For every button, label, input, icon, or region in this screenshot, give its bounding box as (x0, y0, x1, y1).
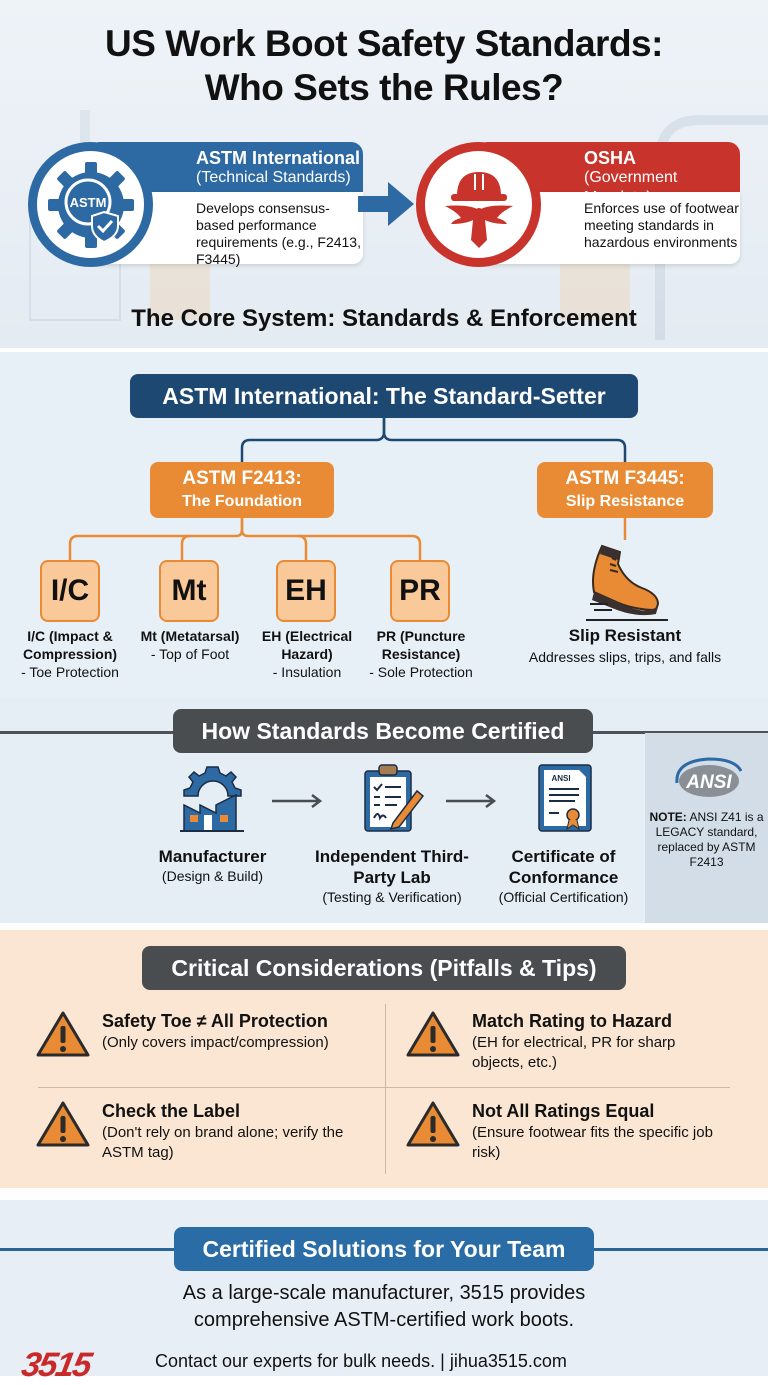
step-desc: (Official Certification) (498, 889, 629, 905)
factory-gear-icon (179, 766, 244, 832)
step-manufacturer: Manufacturer (Design & Build) (150, 763, 275, 885)
tree-connectors (68, 418, 627, 560)
hardhat-eagle-icon (416, 142, 541, 267)
certified-solutions-heading: Certified Solutions for Your Team (174, 1227, 594, 1271)
contact-link[interactable]: Contact our experts for bulk needs. | ji… (155, 1351, 567, 1371)
warning-icon (406, 1011, 460, 1057)
page-title: US Work Boot Safety Standards: Who Sets … (105, 23, 663, 108)
step-name: Certificate of Conformance (508, 847, 619, 887)
rating-label-mt: Mt (Metatarsal)- Top of Foot (140, 628, 240, 662)
slipping-boot-icon (586, 544, 668, 621)
footer-section: Certified Solutions for Your Team As a l… (0, 1200, 768, 1384)
step-desc: (Design & Build) (161, 868, 264, 884)
warning-icon (36, 1101, 90, 1147)
brand-logo: 3515 (18, 1346, 94, 1384)
svg-text:ANSI: ANSI (685, 772, 732, 793)
osha-title: OSHA (584, 148, 637, 168)
arrow-right-icon (272, 794, 323, 808)
astm-card-header: ASTM International (Technical Standards) (98, 142, 363, 192)
ansi-logo-icon: ANSI (674, 757, 742, 797)
step-lab: Independent Third-Party Lab (Testing & V… (312, 763, 472, 906)
slip-resistant-title: Slip Resistant (568, 626, 682, 645)
rating-label-eh: EH (Electrical Hazard)- Insulation (261, 628, 353, 680)
grid-divider (385, 1004, 386, 1174)
f2413-box: ASTM F2413: The Foundation (150, 462, 334, 518)
astm-subtitle: (Technical Standards) (196, 169, 351, 186)
ansi-note-text: NOTE: ANSI Z41 is a LEGACY standard, rep… (649, 810, 764, 869)
hero-section: US Work Boot Safety Standards: Who Sets … (0, 0, 768, 348)
step-name: Manufacturer (158, 847, 267, 866)
osha-card: OSHA (Government Mandate) Enforces use o… (416, 142, 741, 267)
astm-gear-shield-icon: ASTM (28, 142, 153, 267)
arrow-right-icon (446, 794, 497, 808)
considerations-heading: Critical Considerations (Pitfalls & Tips… (142, 946, 626, 990)
certificate-icon: ANSI (537, 764, 592, 832)
considerations-section: Critical Considerations (Pitfalls & Tips… (0, 930, 768, 1188)
rating-badge-pr: PR (390, 560, 450, 622)
step-certificate: ANSI Certificate of Conformance (Officia… (486, 763, 641, 906)
rating-label-ic: I/C (Impact & Compression)- Toe Protecti… (21, 628, 119, 680)
f3445-box: ASTM F3445: Slip Resistance (537, 462, 713, 518)
step-name: Independent Third-Party Lab (315, 847, 469, 887)
rating-badge-eh: EH (276, 560, 336, 622)
astm-card: ASTM ASTM International (Technical Stand… (28, 142, 363, 267)
svg-text:ASTM: ASTM (69, 195, 106, 210)
certification-heading: How Standards Become Certified (173, 709, 593, 753)
standard-setter-heading: ASTM International: The Standard-Setter (130, 374, 638, 418)
warning-icon (406, 1101, 460, 1147)
rating-badge-mt: Mt (159, 560, 219, 622)
step-desc: (Testing & Verification) (322, 889, 462, 905)
warning-icon (36, 1011, 90, 1057)
astm-title: ASTM International (196, 148, 361, 168)
company-blurb: As a large-scale manufacturer, 3515 prov… (182, 1282, 586, 1331)
arrow-right-icon (358, 182, 414, 226)
rating-badge-ic: I/C (40, 560, 100, 622)
ansi-note: ANSI NOTE: ANSI Z41 is a LEGACY standard… (645, 733, 768, 923)
rating-label-pr: PR (Puncture Resistance)- Sole Protectio… (369, 628, 473, 680)
grid-divider (38, 1087, 730, 1088)
slip-resistant-desc: Addresses slips, trips, and falls (528, 649, 722, 665)
section-subtitle: The Core System: Standards & Enforcement (131, 305, 637, 332)
clipboard-pencil-icon (364, 764, 425, 832)
certification-section: How Standards Become Certified Manufactu… (0, 697, 768, 923)
svg-text:ANSI: ANSI (551, 774, 570, 783)
standards-tree-section: ASTM International: The Standard-Setter … (0, 352, 768, 697)
